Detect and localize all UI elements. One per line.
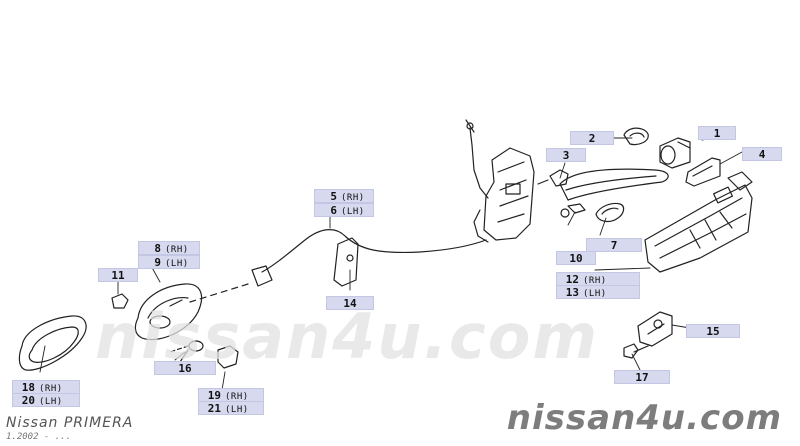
part-number: 7 bbox=[610, 239, 618, 252]
door-lock-actuator bbox=[465, 119, 535, 243]
part-number: 8 bbox=[154, 242, 161, 255]
screw-16 bbox=[169, 340, 204, 363]
rod-holder bbox=[333, 237, 359, 287]
inside-handle bbox=[134, 283, 203, 341]
callout-5: 5 (RH) bbox=[314, 189, 374, 203]
part-number: 20 bbox=[21, 394, 35, 407]
part-number: 6 bbox=[330, 204, 337, 217]
key-cylinder-parts bbox=[623, 127, 721, 187]
part-number: 10 bbox=[569, 252, 583, 265]
part-number: 15 bbox=[706, 325, 720, 338]
callout-13: 13 (LH) bbox=[556, 285, 640, 299]
side-label: (LH) bbox=[341, 207, 365, 217]
callout-3: 3 bbox=[546, 148, 586, 162]
part-number: 16 bbox=[178, 362, 192, 375]
handle-bracket bbox=[644, 171, 753, 273]
inside-handle-escutcheon bbox=[18, 315, 87, 371]
side-label: (RH) bbox=[39, 384, 63, 394]
clip-11 bbox=[111, 293, 129, 309]
watermark-corner: nissan4u.com bbox=[506, 398, 782, 438]
part-number: 13 bbox=[565, 286, 579, 299]
part-number: 11 bbox=[111, 269, 125, 282]
watermark-center: nissan4u.com bbox=[95, 300, 599, 373]
callout-2: 2 bbox=[570, 131, 614, 145]
callout-4: 4 bbox=[742, 147, 782, 161]
side-label: (RH) bbox=[225, 392, 249, 402]
side-label: (RH) bbox=[165, 245, 189, 255]
model-date: 1.2002 - ... bbox=[6, 432, 72, 442]
callout-9: 9 (LH) bbox=[138, 255, 200, 269]
model-name: Nissan PRIMERA bbox=[6, 415, 134, 431]
callout-10: 10 bbox=[556, 251, 596, 265]
side-label: (LH) bbox=[583, 289, 607, 299]
callout-20: 20 (LH) bbox=[12, 393, 80, 407]
callout-6: 6 (LH) bbox=[314, 203, 374, 217]
side-label: (LH) bbox=[225, 405, 249, 415]
side-label: (LH) bbox=[39, 397, 63, 407]
callout-18: 18 (RH) bbox=[12, 380, 80, 394]
screw-3 bbox=[537, 169, 569, 187]
callout-14: 14 bbox=[326, 296, 374, 310]
control-cable bbox=[189, 229, 487, 303]
side-label: (RH) bbox=[583, 276, 607, 286]
callout-17: 17 bbox=[614, 370, 670, 384]
door-striker bbox=[637, 311, 673, 347]
callout-16: 16 bbox=[154, 361, 216, 375]
screw-17 bbox=[623, 343, 649, 359]
callout-19: 19 (RH) bbox=[198, 388, 264, 402]
callout-21: 21 (LH) bbox=[198, 401, 264, 415]
part-number: 5 bbox=[330, 190, 337, 203]
part-number: 9 bbox=[154, 256, 161, 269]
part-number: 14 bbox=[343, 297, 357, 310]
callout-7: 7 bbox=[586, 238, 642, 252]
part-number: 3 bbox=[562, 149, 570, 162]
side-label: (LH) bbox=[165, 259, 189, 269]
part-number: 17 bbox=[635, 371, 649, 384]
part-number: 21 bbox=[207, 402, 221, 415]
clip-19 bbox=[217, 345, 239, 369]
callout-15: 15 bbox=[686, 324, 740, 338]
handle-seal bbox=[595, 202, 625, 223]
part-number: 1 bbox=[713, 127, 721, 140]
part-number: 2 bbox=[588, 132, 596, 145]
outside-handle bbox=[559, 168, 669, 218]
part-number: 12 bbox=[565, 273, 579, 286]
callout-1: 1 bbox=[698, 126, 736, 140]
callout-11: 11 bbox=[98, 268, 138, 282]
part-number: 4 bbox=[758, 148, 766, 161]
part-number: 18 bbox=[21, 381, 35, 394]
side-label: (RH) bbox=[341, 193, 365, 203]
part-number: 19 bbox=[207, 389, 221, 402]
callout-8: 8 (RH) bbox=[138, 241, 200, 255]
callout-12: 12 (RH) bbox=[556, 272, 640, 286]
